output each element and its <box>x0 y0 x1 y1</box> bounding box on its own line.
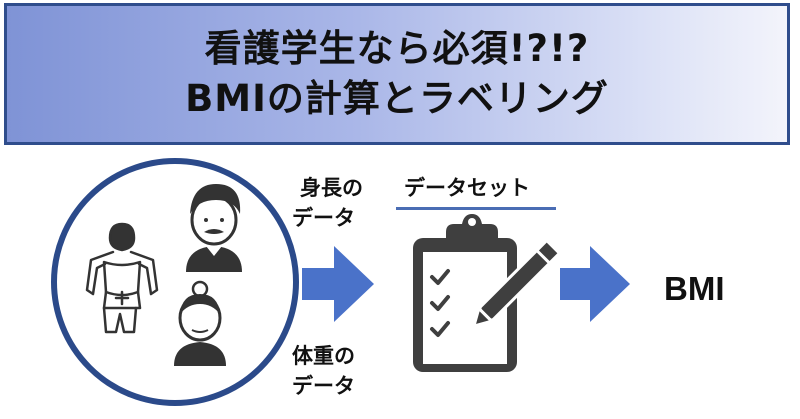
mustache-man-icon <box>186 184 242 272</box>
title-line-2: BMIの計算とラベリング <box>185 77 609 120</box>
weight-data-label-1: 体重の <box>292 344 355 368</box>
title-banner: 看護学生なら必須!?!? BMIの計算とラベリング <box>4 3 790 145</box>
bmi-label: BMI <box>664 270 725 307</box>
weight-data-label-2: データ <box>292 374 355 398</box>
arrow-right-icon <box>560 246 630 322</box>
muscular-man-icon <box>85 222 159 334</box>
dataset-underline <box>396 207 556 210</box>
pen-icon <box>471 238 562 329</box>
height-data-label-1: 身長の <box>300 176 363 200</box>
elderly-woman-icon <box>174 280 226 366</box>
height-data-label-2: データ <box>292 206 355 230</box>
arrow-right-icon <box>302 246 374 322</box>
title-line-1: 看護学生なら必須!?!? <box>204 27 590 70</box>
people-circle <box>51 158 299 406</box>
clipboard-checklist-icon <box>413 214 517 372</box>
dataset-label: データセット <box>404 176 530 200</box>
